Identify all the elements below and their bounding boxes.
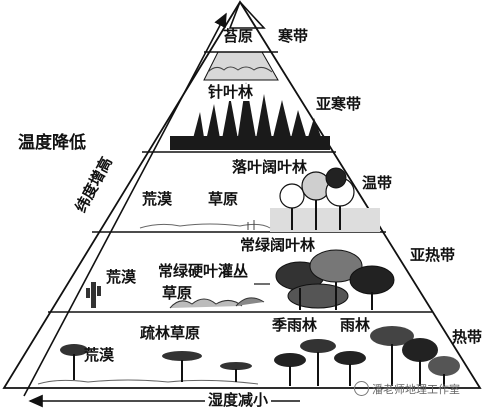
temperate-zone-label: 温带	[362, 174, 393, 192]
wechat-logo-icon	[354, 381, 369, 396]
monsoon-forest-label: 季雨林	[272, 316, 318, 334]
temperature-axis-label: 温度降低	[18, 133, 86, 153]
humidity-axis-label: 湿度减小	[205, 389, 272, 410]
temperature-arrow	[23, 12, 227, 397]
cold-zone-label: 寒带	[278, 27, 309, 45]
subtropical-desert-label: 荒漠	[106, 268, 137, 286]
watermark: 潘老师地理工作室	[354, 381, 460, 397]
subtropical-zone-label: 亚热带	[410, 246, 456, 264]
savanna-illustration	[37, 344, 259, 385]
rainforest-illustration	[370, 326, 460, 386]
tundra-strip	[203, 51, 279, 81]
deciduous-forest-illustration	[139, 167, 380, 232]
tropical-zone-label: 热带	[452, 328, 483, 346]
subtropical-grassland-label: 草原	[162, 284, 193, 302]
monsoon-forest-illustration	[274, 339, 366, 386]
shrub-illustration	[169, 297, 265, 309]
tropical-desert-label: 荒漠	[84, 346, 115, 364]
evergreen-broadleaf-forest-illustration	[275, 249, 395, 310]
savanna-label: 疏林草原	[140, 324, 201, 342]
cactus-illustration	[86, 282, 101, 308]
coniferous-forest-label: 针叶林	[206, 83, 256, 101]
tundra-label: 苔原	[223, 27, 254, 45]
tundra-band	[228, 0, 266, 29]
deciduous-forest-label: 落叶阔叶林	[232, 158, 308, 176]
temperate-desert-label: 荒漠	[142, 190, 173, 208]
coniferous-forest-illustration	[170, 82, 330, 150]
temperate-grassland-label: 草原	[208, 190, 239, 208]
subarctic-zone-label: 亚寒带	[316, 95, 362, 113]
sclerophyll-shrub-label: 常绿硬叶灌丛	[158, 262, 249, 280]
evergreen-broadleaf-label: 常绿阔叶林	[240, 236, 316, 254]
rainforest-label: 雨林	[340, 316, 371, 334]
pyramid-outline	[2, 0, 482, 389]
watermark-text: 潘老师地理工作室	[372, 383, 460, 396]
